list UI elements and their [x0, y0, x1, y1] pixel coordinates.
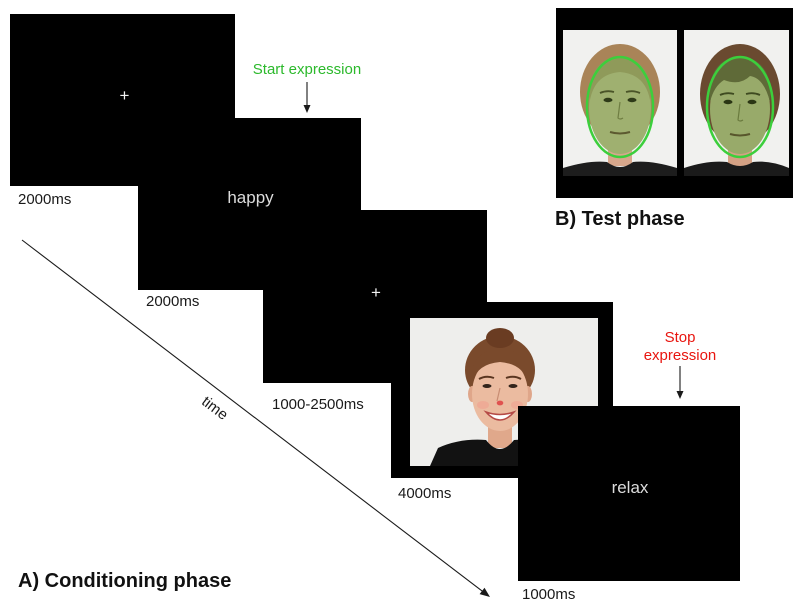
nose — [737, 103, 744, 122]
left-eyebrow — [719, 92, 735, 96]
left-eye — [482, 384, 492, 388]
right-eye — [508, 384, 518, 388]
conditioning-phase-title: A) Conditioning phase — [18, 570, 232, 592]
stop-expression-line: Stop — [664, 329, 696, 346]
left-eye — [723, 99, 733, 105]
nose — [496, 387, 501, 402]
arrowhead — [676, 391, 684, 399]
cue-word: happy — [227, 188, 274, 207]
face — [710, 64, 770, 154]
time-arrowhead — [479, 587, 490, 597]
time-label: time — [198, 393, 231, 424]
shirt — [684, 161, 789, 176]
relax-screen: relax — [518, 406, 740, 581]
duration-label: 2000ms — [146, 293, 200, 310]
start-expression-annotation: Start expression — [252, 61, 362, 78]
right-eyebrow — [625, 90, 641, 94]
mouth — [609, 131, 631, 135]
face — [589, 62, 651, 154]
hairline — [589, 56, 651, 100]
right-eyebrow — [505, 375, 522, 380]
nose-tip — [496, 400, 504, 406]
fixation-cross: + — [371, 282, 381, 302]
left-cheek — [477, 401, 489, 409]
shirt — [563, 161, 677, 176]
stop-expression-line: expression — [643, 347, 717, 364]
face-outline — [585, 55, 655, 159]
relax-word: relax — [611, 477, 649, 497]
test-face-photo-right — [684, 30, 789, 176]
mouth — [729, 133, 751, 137]
left-eyebrow — [599, 90, 615, 94]
face-stimulus-screen — [391, 302, 613, 478]
right-eye — [627, 97, 637, 103]
duration-label: 2000ms — [18, 191, 72, 208]
left-eye — [603, 97, 613, 103]
nose — [617, 101, 624, 120]
duration-label: 1000-2500ms — [272, 396, 364, 413]
stop-expression-arrow — [676, 366, 684, 399]
arrowhead — [303, 105, 311, 113]
hair-bun — [486, 328, 514, 348]
stop-expression-annotation: Stop expression — [630, 329, 730, 365]
test-phase-title: B) Test phase — [555, 208, 685, 230]
duration-label: 4000ms — [398, 485, 452, 502]
test-face-photo-left — [563, 30, 677, 176]
face-outline — [705, 55, 775, 159]
duration-label: 1000ms — [522, 586, 576, 603]
hairline — [471, 348, 529, 384]
test-phase-screen — [556, 8, 793, 198]
start-expression-arrow — [303, 82, 311, 113]
bangs — [709, 56, 771, 102]
fixation-cross: + — [119, 86, 130, 105]
right-eyebrow — [745, 92, 761, 96]
right-eye — [747, 99, 757, 105]
smile — [483, 410, 517, 421]
